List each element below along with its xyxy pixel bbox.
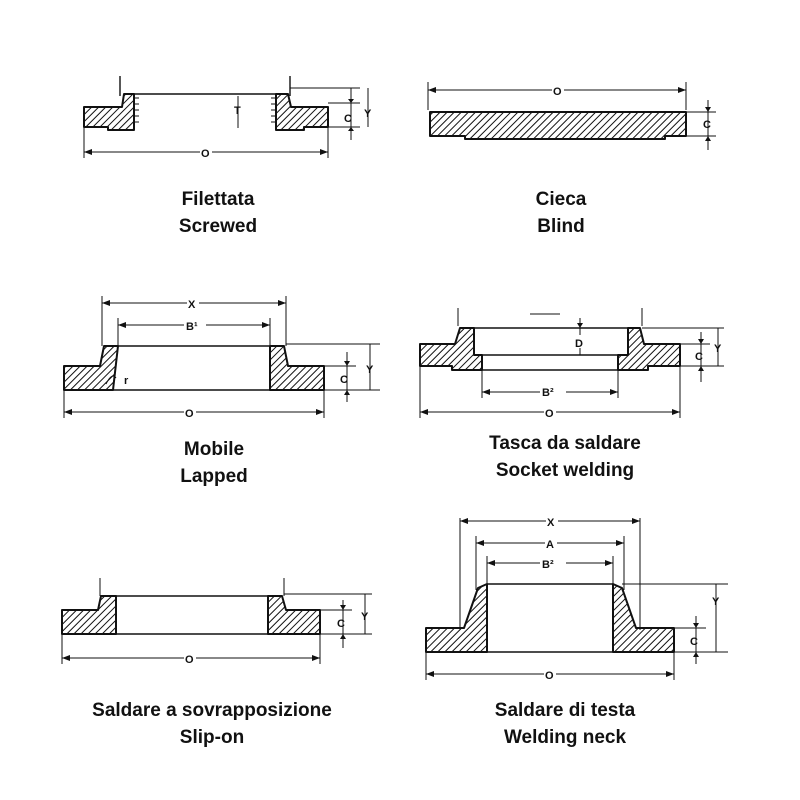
lapped-dim-o: O — [185, 408, 194, 420]
caption-socket-welding-en: Socket welding — [495, 460, 635, 481]
lapped-dim-r: r — [124, 375, 129, 387]
caption-blind-en: Blind — [537, 216, 585, 237]
caption-lapped-en: Lapped — [180, 466, 248, 487]
lapped-flange-drawing: r X B¹ C Y O — [63, 296, 380, 420]
screwed-dim-t: T — [234, 105, 241, 117]
welding-neck-dim-o: O — [545, 670, 554, 682]
screwed-flange-left-section — [83, 93, 135, 131]
caption-blind-it: Cieca — [535, 189, 587, 210]
caption-welding-neck-en: Welding neck — [503, 727, 627, 748]
caption-socket-welding-it: Tasca da saldare — [489, 433, 641, 454]
screwed-dim-y: Y — [364, 108, 372, 120]
blind-dim-c: C — [703, 119, 711, 131]
lapped-dim-x: X — [188, 299, 196, 311]
screwed-flange-right-section — [275, 93, 329, 131]
welding-neck-dim-y: Y — [712, 596, 720, 608]
blind-flange-drawing: O C — [427, 82, 716, 150]
slip-on-flange-drawing: C Y O — [61, 578, 372, 666]
blind-dim-o: O — [553, 86, 562, 98]
socket-dim-o: O — [545, 408, 554, 420]
slip-on-dim-c: C — [337, 618, 345, 630]
lapped-dim-y: Y — [366, 364, 374, 376]
screwed-dim-c: C — [344, 113, 352, 125]
slip-on-flange-left-section — [61, 595, 117, 635]
screwed-dim-o: O — [201, 148, 210, 160]
welding-neck-flange-drawing: X A B² Y C O — [425, 514, 728, 682]
welding-neck-dim-a: A — [546, 539, 554, 551]
socket-dim-b2: B² — [542, 387, 554, 399]
screwed-thread-marks — [134, 97, 276, 123]
welding-neck-dim-b2: B² — [542, 559, 554, 571]
caption-screwed-it: Filettata — [181, 189, 255, 210]
caption-slip-on-en: Slip-on — [179, 727, 245, 748]
socket-welding-flange-drawing: D B² C Y O — [419, 308, 724, 420]
caption-screwed-en: Screwed — [178, 216, 258, 237]
blind-flange-section — [429, 111, 687, 140]
caption-welding-neck-it: Saldare di testa — [494, 700, 636, 721]
screwed-flange-drawing: T C Y O — [83, 76, 372, 160]
caption-welding-neck: Saldare di testa Welding neck — [440, 697, 690, 751]
socket-flange-left-section — [419, 327, 483, 371]
slip-on-dim-y: Y — [361, 611, 369, 623]
lapped-dim-b1: B¹ — [186, 321, 198, 333]
caption-socket-welding: Tasca da saldare Socket welding — [440, 430, 690, 484]
welding-neck-dim-x: X — [547, 517, 555, 529]
socket-dim-d: D — [575, 338, 583, 350]
caption-slip-on-it: Saldare a sovrapposizione — [92, 700, 332, 721]
welding-neck-dim-c: C — [690, 636, 698, 648]
caption-blind: Cieca Blind — [461, 186, 661, 240]
lapped-flange-left-section — [63, 345, 119, 391]
caption-screwed: Filettata Screwed — [118, 186, 318, 240]
socket-dim-y: Y — [714, 343, 722, 355]
lapped-dim-c: C — [340, 374, 348, 386]
caption-slip-on: Saldare a sovrapposizione Slip-on — [52, 697, 372, 751]
socket-flange-right-section — [617, 327, 681, 371]
slip-on-flange-right-section — [267, 595, 321, 635]
welding-neck-right-section — [612, 583, 675, 653]
slip-on-dim-o: O — [185, 654, 194, 666]
caption-lapped: Mobile Lapped — [114, 436, 314, 490]
welding-neck-left-section — [425, 583, 488, 653]
lapped-flange-right-section — [269, 345, 325, 391]
socket-dim-c: C — [695, 351, 703, 363]
caption-lapped-it: Mobile — [183, 439, 245, 460]
